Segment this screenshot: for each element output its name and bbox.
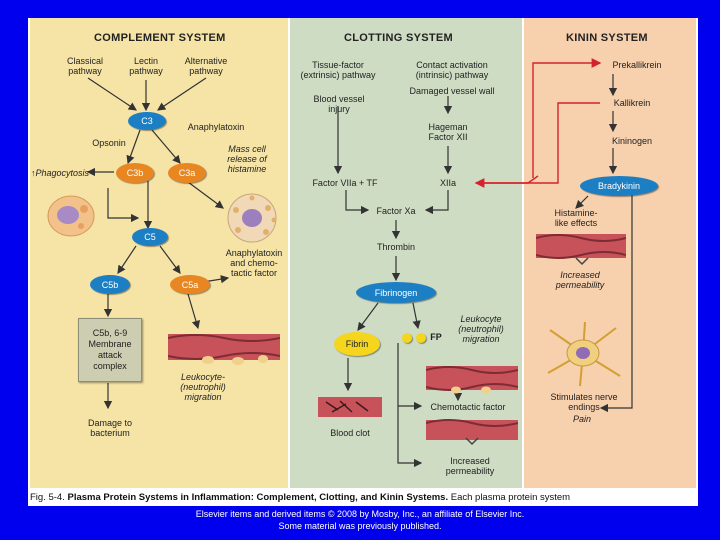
kininogen-label: Kininogen bbox=[611, 136, 653, 146]
thrombin-label: Thrombin bbox=[376, 242, 415, 252]
arrow-c3-c3a bbox=[151, 129, 181, 164]
arrow-c5a-vessel bbox=[187, 293, 200, 330]
tissue-factor-pathway: Tissue-factor (extrinsic) pathway bbox=[300, 60, 376, 80]
leukocyte-migration-label: Leukocyte- (neutrophil) migration bbox=[180, 372, 226, 402]
xiia-label: XIIa bbox=[439, 178, 456, 188]
bradykinin-node: Bradykinin bbox=[580, 176, 658, 196]
kinin-vessel-icon bbox=[536, 234, 626, 266]
arrow-branch bbox=[107, 188, 140, 223]
arrow-c5-c5b bbox=[117, 245, 137, 274]
fp-dot-1 bbox=[402, 333, 412, 343]
figure-caption: Fig. 5-4. Plasma Protein Systems in Infl… bbox=[30, 492, 698, 503]
complement-panel bbox=[30, 18, 288, 488]
contact-activation-pathway: Contact activation (intrinsic) pathway bbox=[415, 60, 489, 80]
anaphylatoxin-label: Anaphylatoxin bbox=[187, 122, 245, 132]
fibrin-node: Fibrin bbox=[334, 332, 380, 356]
kallikrein-label: Kallikrein bbox=[613, 98, 651, 108]
c3b-node: C3b bbox=[116, 163, 154, 183]
anaphylatoxin-chemotactic-label: Anaphylatoxin and chemo- tactic factor bbox=[225, 248, 283, 278]
phagocyte-cell-icon bbox=[47, 195, 95, 237]
arrow-fp-permeability bbox=[397, 343, 423, 468]
pain-label: Pain bbox=[572, 414, 591, 424]
arrows-layer bbox=[86, 58, 633, 468]
lectin-pathway: Lectin pathway bbox=[129, 56, 163, 76]
clotting-title: CLOTTING SYSTEM bbox=[344, 32, 453, 44]
arrow-bradykinin-histamine bbox=[575, 195, 589, 209]
arrow-bradykinin-nerve bbox=[599, 194, 633, 413]
membrane-attack-complex: C5b, 6-9 Membrane attack complex bbox=[78, 318, 142, 382]
caption-title: Plasma Protein Systems in Inflammation: … bbox=[67, 492, 449, 503]
arrow-fibrinogen-fp bbox=[412, 302, 421, 330]
mast-cell-label: Mass cell release of histamine bbox=[227, 144, 267, 174]
prekallikrein-label: Prekallikrein bbox=[612, 60, 662, 70]
c3-node: C3 bbox=[128, 112, 166, 130]
caption-fig-number: Fig. 5-4. bbox=[30, 492, 65, 503]
damaged-vessel-wall: Damaged vessel wall bbox=[409, 86, 495, 96]
arrow-fibrinogen-fibrin bbox=[357, 302, 379, 331]
fp-label: FP bbox=[430, 332, 442, 342]
copyright-line-2: Some material was previously published. bbox=[278, 521, 442, 531]
clotting-increased-permeability: Increased permeability bbox=[445, 456, 495, 476]
arrow-c3a-mastcell bbox=[187, 181, 224, 209]
arrow-red-prekallikrein bbox=[532, 58, 602, 178]
kinin-title: KININ SYSTEM bbox=[566, 32, 648, 44]
complement-title: COMPLEMENT SYSTEM bbox=[94, 32, 226, 44]
chemotactic-factor: Chemotactic factor bbox=[430, 402, 506, 412]
factor-viia-tf: Factor VIIa + TF bbox=[312, 178, 378, 188]
stimulates-nerve-endings: Stimulates nerve endings bbox=[550, 392, 618, 412]
permeability-vessel-icon bbox=[426, 419, 518, 446]
opsonin-label: Opsonin bbox=[92, 138, 126, 148]
classical-pathway: Classical pathway bbox=[66, 56, 103, 76]
arrow-c5-c5a bbox=[159, 245, 181, 274]
blood-clot-icon bbox=[318, 397, 382, 417]
caption-rest: Each plasma protein system bbox=[450, 492, 571, 503]
hageman-factor: Hageman Factor XII bbox=[428, 122, 468, 142]
blood-clot-label: Blood clot bbox=[330, 428, 370, 438]
histamine-like-effects: Histamine- like effects bbox=[554, 208, 598, 228]
blood-vessel-icon bbox=[168, 334, 280, 365]
mast-cell-icon bbox=[227, 193, 277, 243]
arrow-classical-c3 bbox=[87, 77, 137, 111]
alternative-pathway: Alternative pathway bbox=[184, 56, 228, 76]
arrow-viia-xa bbox=[345, 190, 370, 215]
phagocytosis-label: ↑Phagocytosis bbox=[30, 168, 90, 178]
arrow-xiia-kinin bbox=[476, 175, 539, 184]
factor-xa: Factor Xa bbox=[376, 206, 416, 216]
fibrinogen-node: Fibrinogen bbox=[356, 282, 436, 303]
arrow-xiia-xa bbox=[424, 190, 449, 215]
c5-node: C5 bbox=[132, 228, 168, 246]
c3a-node: C3a bbox=[168, 163, 206, 183]
blood-vessel-injury: Blood vessel injury bbox=[313, 94, 365, 114]
figure: COMPLEMENT SYSTEM Classical pathway Lect… bbox=[28, 18, 698, 506]
damage-to-bacterium: Damage to bacterium bbox=[87, 418, 133, 438]
nerve-cell-icon bbox=[547, 321, 621, 387]
fp-dot-2 bbox=[416, 333, 426, 343]
c5b-node: C5b bbox=[90, 275, 130, 294]
clotting-leukocyte-migration: Leukocyte (neutrophil) migration bbox=[458, 314, 504, 344]
arrow-alternative-c3 bbox=[157, 77, 207, 111]
copyright-line-1: Elsevier items and derived items © 2008 … bbox=[195, 509, 525, 519]
arrow-red-kallikrein-xiia bbox=[474, 102, 600, 188]
c5a-node: C5a bbox=[170, 275, 210, 294]
kinin-increased-permeability: Increased permeability bbox=[555, 270, 605, 290]
arrow-c3-c3b bbox=[126, 129, 141, 165]
clotting-vessel-icon bbox=[426, 366, 518, 394]
